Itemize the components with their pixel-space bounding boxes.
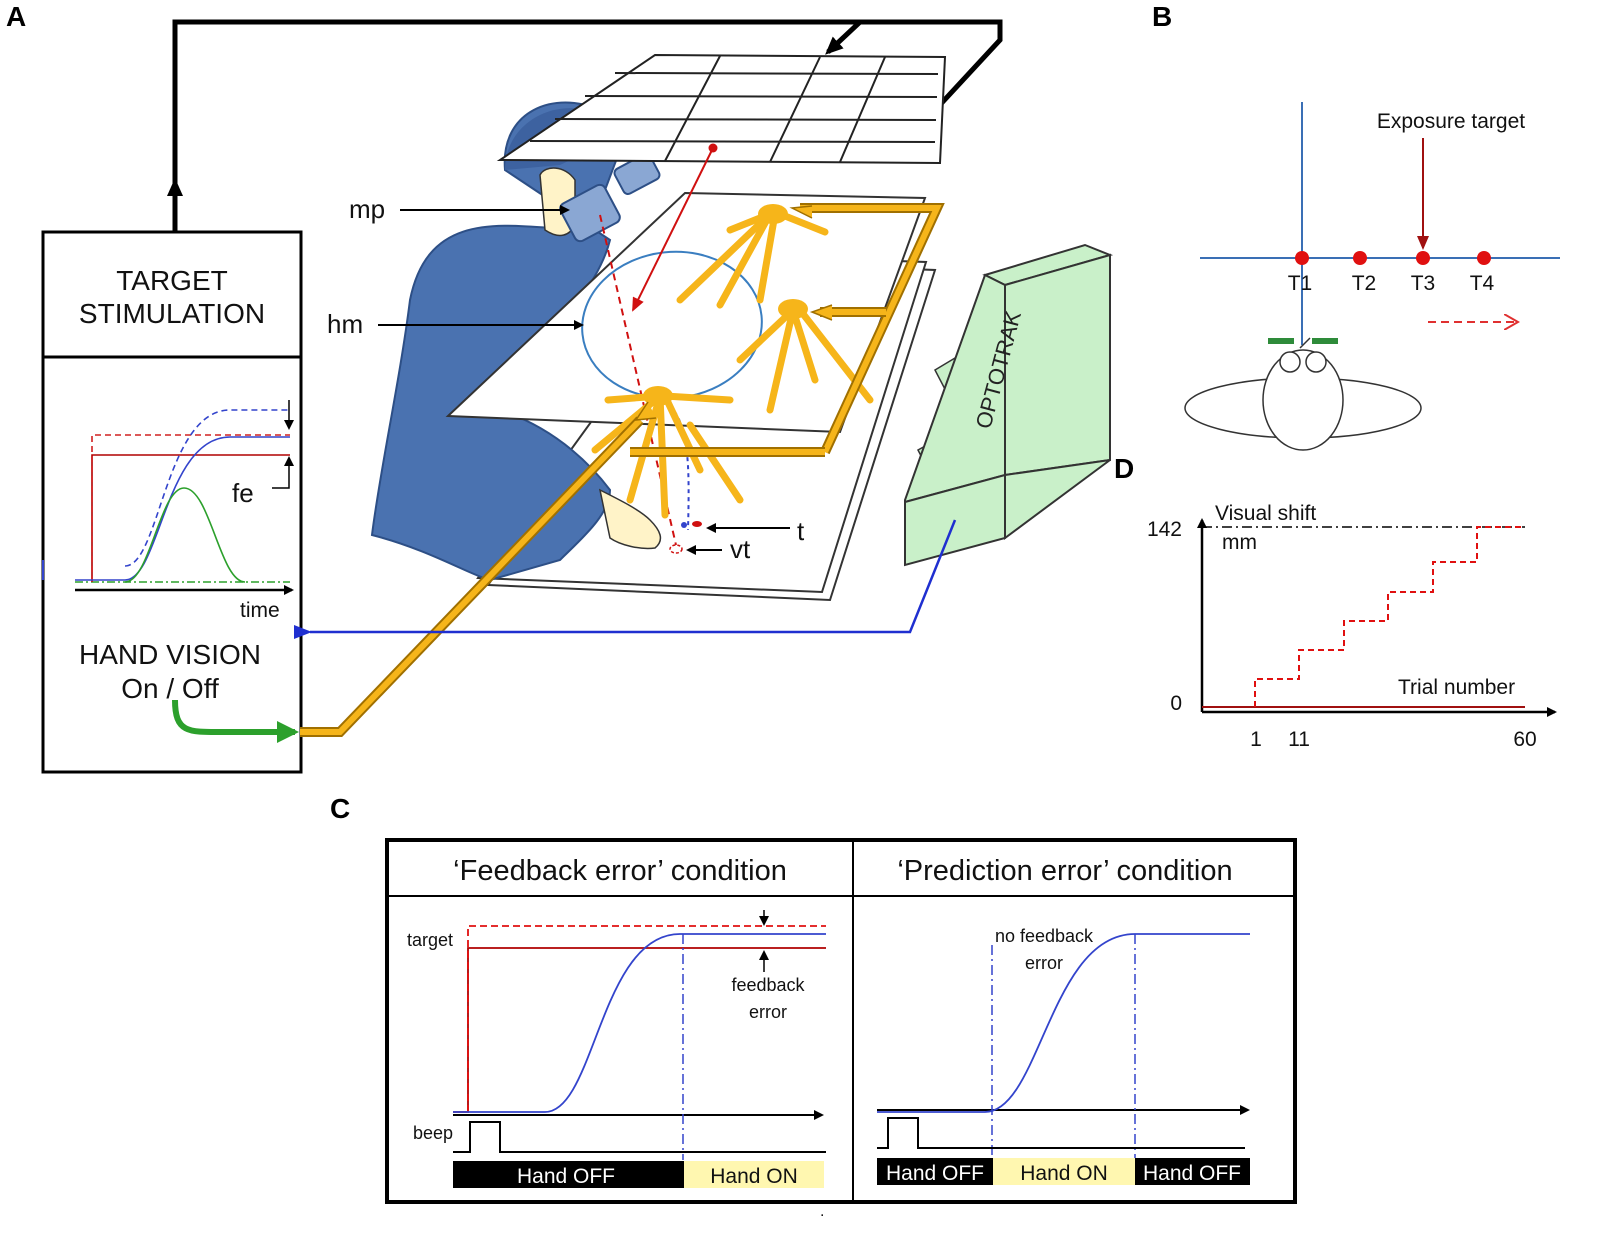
- hand-vision-line1: HAND VISION: [79, 639, 261, 670]
- c-left-hand-off-bar: [453, 1161, 684, 1188]
- d-xtick-11: 11: [1288, 728, 1310, 751]
- target-t4: [1477, 251, 1491, 265]
- c-no-feedback-line1: no feedback: [995, 926, 1094, 946]
- c-right-hand-on-label: Hand ON: [1020, 1162, 1108, 1185]
- panel-letter-c: C: [330, 793, 350, 824]
- optotrak: OPTOTRAK: [904, 243, 1114, 567]
- c-left-hand-on-label: Hand ON: [710, 1165, 798, 1188]
- t-label: t: [797, 516, 805, 546]
- control-box: [41, 230, 303, 774]
- virtual-target: [669, 544, 683, 554]
- hand-vision-line2: On / Off: [121, 673, 219, 704]
- hm-label: hm: [327, 309, 363, 339]
- c-feedback-title: ‘Feedback error’ condition: [453, 855, 787, 887]
- led-1: [758, 204, 788, 224]
- led-arrow-3: [634, 401, 657, 421]
- time-label: time: [240, 599, 280, 622]
- panel-letter-a: A: [6, 1, 26, 32]
- target-t1: [1295, 251, 1309, 265]
- panel-a: TARGET STIMULATION fe time HAND VISION O…: [41, 19, 1114, 774]
- c-no-feedback-line2: error: [1025, 953, 1063, 973]
- exposure-target-label: Exposure target: [1377, 110, 1525, 133]
- mini-plot: fe time: [75, 400, 294, 622]
- screen-arrow-top: [825, 20, 862, 55]
- d-ylabel-line1: Visual shift: [1215, 502, 1316, 525]
- panel-letter-b: B: [1152, 1, 1172, 32]
- vt-label: vt: [730, 534, 751, 564]
- target-label-t3: T3: [1411, 272, 1436, 295]
- led-arrow-1: [789, 205, 813, 219]
- target-label-t1: T1: [1288, 272, 1313, 295]
- mp-label: mp: [349, 194, 385, 224]
- c-left-hand-off-label: Hand OFF: [517, 1165, 615, 1188]
- c-frame: [385, 838, 1297, 1204]
- subject-top-view: [1184, 337, 1422, 451]
- c-right-hand-off-label-1: Hand OFF: [886, 1162, 984, 1185]
- c-right-hand-off-label-2: Hand OFF: [1143, 1162, 1241, 1185]
- fe-label: fe: [232, 478, 254, 508]
- c-right-hand-on-bar: [993, 1158, 1135, 1185]
- c-feedback-error-line1: feedback: [731, 975, 805, 995]
- box-title-line1: TARGET: [116, 265, 227, 296]
- led-3: [643, 386, 673, 406]
- d-xtick-60: 60: [1513, 728, 1536, 751]
- optotrak-data-line: [294, 519, 957, 639]
- d-ytick-142: 142: [1147, 518, 1182, 541]
- mirror-plane: [445, 191, 927, 434]
- d-xlabel: Trial number: [1398, 676, 1515, 699]
- top-screen: [496, 53, 947, 165]
- target-label-t4: T4: [1470, 272, 1495, 295]
- d-ytick-0: 0: [1170, 692, 1182, 715]
- c-prediction-title: ‘Prediction error’ condition: [897, 855, 1232, 887]
- box-title-line2: STIMULATION: [79, 298, 265, 329]
- target-t3: [1416, 251, 1430, 265]
- fingertip: [681, 522, 687, 528]
- led-2: [778, 299, 808, 319]
- panel-b: T1 T2 T3 T4 Exposure target: [1184, 102, 1560, 451]
- c-feedback-error-line2: error: [749, 1002, 787, 1022]
- hand-vision-green-arrow: [172, 699, 299, 743]
- sight-line-reflect: [632, 147, 714, 312]
- footer-mark: .: [820, 1203, 824, 1220]
- target-t2: [1353, 251, 1367, 265]
- led-arrow-2: [809, 304, 833, 321]
- c-left-hand-on-bar: [684, 1161, 824, 1188]
- d-xtick-1: 1: [1250, 728, 1262, 751]
- led-cables: [300, 203, 945, 737]
- c-right-hand-off-bar-1: [877, 1158, 993, 1185]
- c-feedback-plot: target beep feedback error Hand OFF Hand…: [407, 910, 826, 1188]
- c-beep-label: beep: [413, 1123, 453, 1143]
- panel-c: ‘Feedback error’ condition ‘Prediction e…: [385, 838, 1297, 1204]
- c-right-hand-off-bar-2: [1135, 1158, 1250, 1185]
- c-prediction-plot: no feedback error Hand OFF Hand ON Hand …: [877, 926, 1250, 1185]
- target-dot: [692, 521, 702, 527]
- d-shift-staircase: [1254, 526, 1525, 707]
- stimulation-cable: [172, 19, 1003, 232]
- c-target-label: target: [407, 930, 453, 950]
- panel-d: Visual shift mm Trial number 142 0 1 11 …: [1147, 502, 1557, 751]
- d-ylabel-line2: mm: [1222, 531, 1257, 554]
- panel-letter-d: D: [1114, 453, 1134, 484]
- target-label-t2: T2: [1352, 272, 1377, 295]
